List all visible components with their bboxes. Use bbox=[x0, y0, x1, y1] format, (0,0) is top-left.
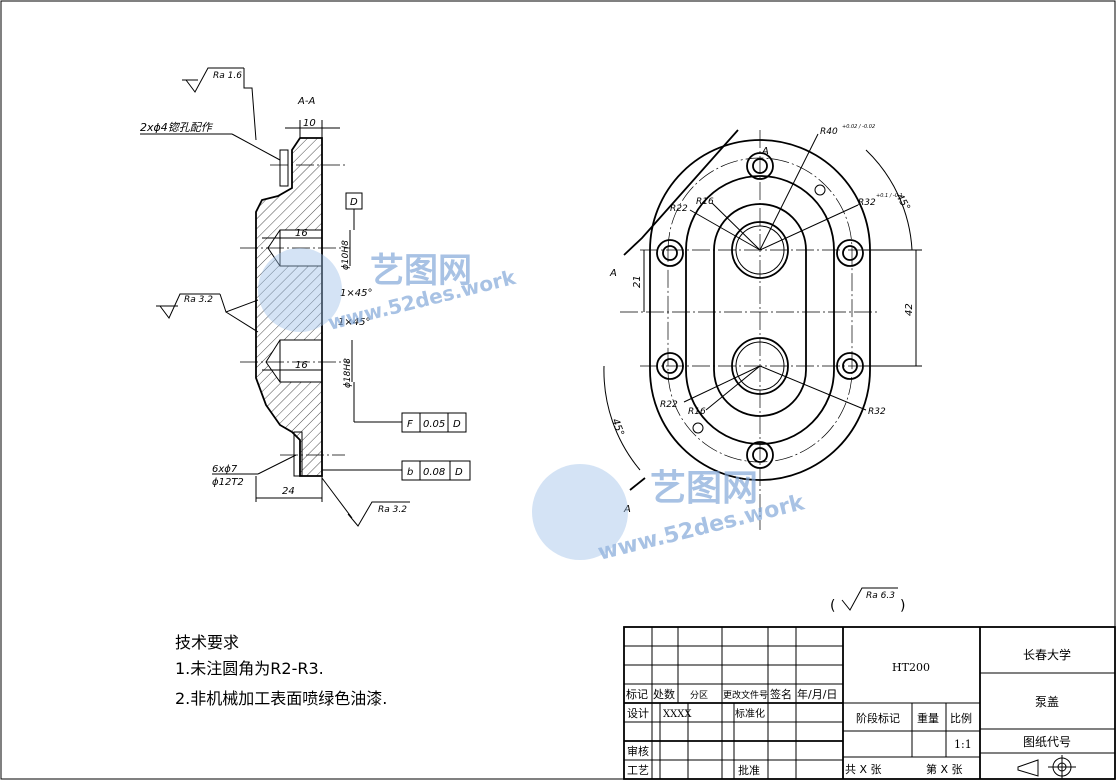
section-mark-bottom: A bbox=[623, 504, 631, 515]
section-view: A-A 10 16 16 bbox=[140, 67, 471, 527]
watermark-brand-1: 艺图网 bbox=[370, 251, 472, 291]
dim-24: 24 bbox=[282, 486, 295, 497]
tb-date: 年/月/日 bbox=[797, 687, 837, 701]
tb-review: 审核 bbox=[627, 744, 649, 758]
gdt1-datum: D bbox=[453, 419, 461, 430]
dim-r32-tol: +0.1 / -0.1 bbox=[876, 193, 903, 199]
dim-42: 42 bbox=[904, 303, 915, 316]
tb-design: 设计 bbox=[627, 707, 649, 720]
tech-req-line2: 2.非机械加工表面喷绿色油漆. bbox=[175, 689, 387, 708]
tb-mark: 标记 bbox=[626, 687, 648, 701]
tb-scale: 1:1 bbox=[954, 738, 972, 751]
dim-r16-lower: R16 bbox=[688, 407, 706, 417]
technical-requirements: 技术要求 1.未注圆角为R2-R3. 2.非机械加工表面喷绿色油漆. bbox=[175, 633, 387, 708]
watermark-globe-icon bbox=[258, 248, 342, 332]
pin-hole-note: 2xϕ4锪孔配作 bbox=[140, 121, 214, 134]
section-mark-top: A bbox=[761, 146, 769, 157]
inner-contour bbox=[713, 203, 807, 417]
dim-r40-tol: +0.02 / -0.02 bbox=[842, 124, 875, 130]
tb-total-sheets: 共 X 张 bbox=[845, 763, 882, 776]
tb-sign: 签名 bbox=[770, 687, 792, 701]
watermark-brand-2: 艺图网 bbox=[650, 468, 758, 509]
dim-phi18: ϕ18H8 bbox=[343, 358, 353, 388]
gdt-frame-1: F 0.05 D bbox=[401, 412, 467, 433]
projection-symbol-icon bbox=[1017, 755, 1076, 779]
tb-part-name: 泵盖 bbox=[1035, 695, 1059, 709]
tb-material: HT200 bbox=[892, 661, 930, 674]
tb-zone: 分区 bbox=[690, 690, 708, 701]
gdt1-value: 0.05 bbox=[423, 419, 445, 430]
section-mark-left: A bbox=[609, 268, 617, 279]
tb-stage: 阶段标记 bbox=[856, 711, 900, 725]
dim-r32-lower: R32 bbox=[868, 407, 886, 417]
tb-drawing-code: 图纸代号 bbox=[1023, 735, 1071, 749]
dim-16-lower: 16 bbox=[295, 360, 308, 371]
svg-text:): ) bbox=[900, 598, 905, 614]
roughness-bottom-value: Ra 3.2 bbox=[378, 505, 407, 515]
holes-note-1: 6xϕ7 bbox=[212, 464, 238, 475]
tb-weight: 重量 bbox=[917, 711, 939, 725]
section-hatch bbox=[256, 138, 322, 476]
title-block: HT200 长春大学 泵盖 图纸代号 阶段标记 重量 比例 1:1 共 X 张 … bbox=[623, 626, 1116, 780]
roughness-bottom: Ra 3.2 bbox=[321, 477, 410, 527]
gdt2-datum: D bbox=[455, 467, 463, 478]
roughness-left: Ra 3.2 bbox=[156, 293, 259, 333]
roughness-left-value: Ra 3.2 bbox=[184, 295, 213, 305]
bore-lower bbox=[279, 339, 323, 383]
roughness-top: Ra 1.6 bbox=[182, 67, 257, 141]
watermark-1: 艺图网 www.52des.work bbox=[258, 248, 519, 335]
chamfer-lower: 1×45° bbox=[338, 317, 370, 328]
outer-contour bbox=[649, 139, 871, 481]
dim-10: 10 bbox=[303, 118, 316, 129]
gdt2-symbol: b bbox=[407, 467, 413, 478]
tb-change-doc: 更改文件号 bbox=[723, 689, 768, 701]
gdt1-symbol: F bbox=[407, 419, 413, 430]
svg-text:(: ( bbox=[830, 598, 835, 614]
bolt-pitch-line bbox=[667, 157, 853, 463]
dim-r40: R40 bbox=[820, 127, 838, 137]
pin-hole-1 bbox=[814, 184, 826, 196]
section-label: A-A bbox=[297, 96, 315, 107]
dim-phi10: ϕ10H8 bbox=[341, 240, 351, 270]
dim-21: 21 bbox=[632, 275, 643, 288]
tb-standard: 标准化 bbox=[735, 707, 765, 720]
dim-r22-upper: R22 bbox=[670, 204, 688, 214]
roughness-general: ( Ra 6.3 ) bbox=[830, 587, 905, 614]
roughness-general-value: Ra 6.3 bbox=[866, 591, 895, 601]
dim-r16-upper: R16 bbox=[696, 197, 714, 207]
dim-r32-upper: R32 bbox=[858, 198, 876, 208]
front-view: A A A 21 42 45° 45° R40 +0.02 / -0.02 R3… bbox=[603, 124, 922, 530]
pin-hole-2 bbox=[692, 422, 704, 434]
datum-label: D bbox=[350, 197, 358, 208]
holes-note-2: ϕ12T2 bbox=[212, 477, 244, 488]
gdt-frame-2: b 0.08 D bbox=[401, 460, 471, 481]
tb-designer: XXXX bbox=[663, 709, 692, 720]
dim-16-upper: 16 bbox=[295, 228, 308, 239]
middle-contour bbox=[685, 175, 835, 445]
tech-req-title: 技术要求 bbox=[175, 633, 239, 652]
tb-process: 工艺 bbox=[627, 764, 649, 777]
roughness-top-value: Ra 1.6 bbox=[213, 71, 242, 81]
tb-school: 长春大学 bbox=[1023, 647, 1071, 662]
tech-req-line1: 1.未注圆角为R2-R3. bbox=[175, 659, 324, 678]
tb-ratio: 比例 bbox=[950, 711, 972, 725]
tb-approve: 批准 bbox=[738, 763, 760, 777]
tb-sheet-no: 第 X 张 bbox=[926, 762, 963, 776]
tb-count: 处数 bbox=[653, 688, 675, 701]
dim-r22-lower: R22 bbox=[660, 400, 678, 410]
dim-45-lower: 45° bbox=[609, 417, 625, 437]
watermark-globe-icon-2 bbox=[532, 464, 628, 560]
gdt2-value: 0.08 bbox=[423, 467, 445, 478]
chamfer-upper: 1×45° bbox=[340, 288, 372, 299]
